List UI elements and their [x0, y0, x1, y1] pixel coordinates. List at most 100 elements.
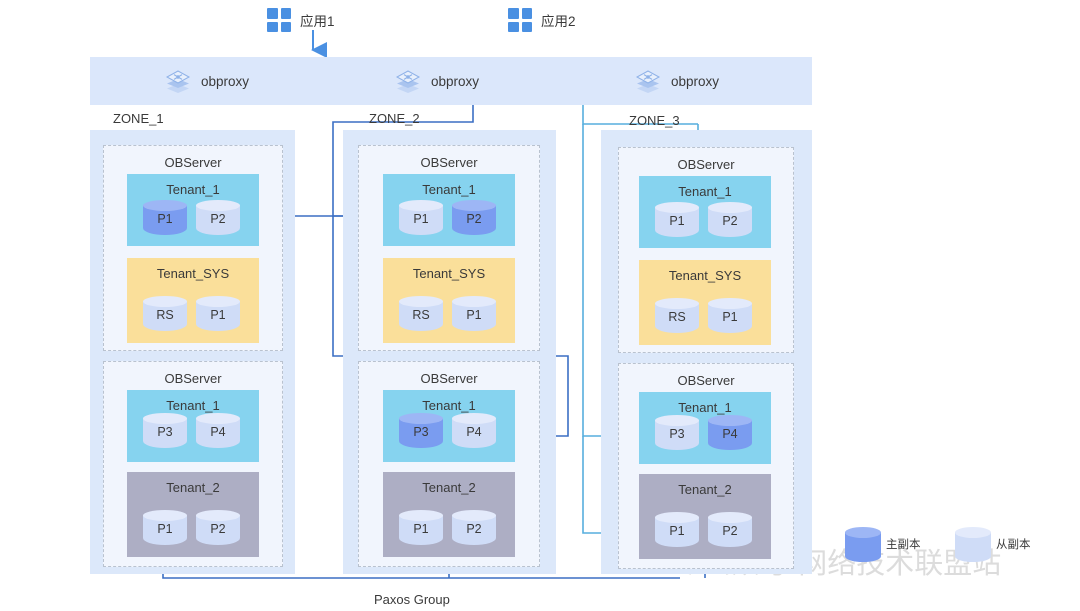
cylinder-top	[143, 413, 187, 424]
replica-P3[interactable]: P3	[655, 415, 699, 455]
app-grid-cell	[267, 21, 278, 32]
replica-P3[interactable]: P3	[143, 413, 187, 453]
app-label: 应用1	[300, 14, 335, 29]
replica-P4[interactable]: P4	[708, 415, 752, 455]
observer-title: OBServer	[420, 371, 478, 386]
replica-label: P1	[157, 212, 173, 226]
legend-cylinder-primary[interactable]	[845, 527, 881, 562]
cylinder-top	[196, 296, 240, 307]
tenant-title: Tenant_2	[422, 480, 476, 495]
cylinder-top	[845, 527, 881, 538]
cylinder-top	[452, 296, 496, 307]
replica-label: P1	[157, 522, 173, 536]
cylinder-top	[452, 413, 496, 424]
app-1: 应用1	[267, 8, 335, 32]
replica-label: RS	[156, 308, 174, 322]
replica-label: P1	[669, 524, 685, 538]
replica-label: P4	[210, 425, 226, 439]
replica-P1[interactable]: P1	[452, 296, 496, 336]
obproxy-layers-icon	[395, 70, 421, 93]
app-grid-icon	[267, 8, 291, 32]
obproxy-3[interactable]: obproxy	[635, 57, 719, 105]
obproxy-2[interactable]: obproxy	[395, 57, 479, 105]
cylinder-top	[708, 202, 752, 213]
replica-P2[interactable]: P2	[196, 200, 240, 240]
cylinder-top	[655, 298, 699, 309]
obproxy-label: obproxy	[431, 73, 480, 89]
replica-label: P1	[413, 212, 429, 226]
replica-P1[interactable]: P1	[399, 510, 443, 550]
replica-label: P3	[669, 427, 685, 441]
observer-title: OBServer	[677, 373, 735, 388]
tenant-title: Tenant_2	[678, 482, 732, 497]
tenant-title: Tenant_1	[678, 400, 732, 415]
cylinder-top	[143, 200, 187, 211]
replica-P2[interactable]: P2	[708, 202, 752, 242]
replica-P3[interactable]: P3	[399, 413, 443, 453]
legend-cylinder-follower[interactable]	[955, 527, 991, 562]
cylinder-top	[708, 512, 752, 523]
replica-P2[interactable]: P2	[196, 510, 240, 550]
replica-label: P3	[157, 425, 173, 439]
obproxy-layers-icon	[165, 70, 191, 93]
app-grid-cell	[521, 8, 532, 19]
replica-label: RS	[668, 310, 686, 324]
cylinder-top	[399, 200, 443, 211]
replica-RS[interactable]: RS	[143, 296, 187, 336]
cylinder-top	[655, 202, 699, 213]
observer-title: OBServer	[164, 155, 222, 170]
replica-P1[interactable]: P1	[655, 202, 699, 242]
app-grid-icon	[508, 8, 532, 32]
replica-P1[interactable]: P1	[196, 296, 240, 336]
obproxy-layers-icon	[635, 70, 661, 93]
tenant-title: Tenant_SYS	[156, 266, 230, 281]
cylinder-top	[143, 296, 187, 307]
replica-P1[interactable]: P1	[143, 510, 187, 550]
tenant-title: Tenant_1	[422, 182, 476, 197]
tenant-title: Tenant_1	[166, 182, 220, 197]
cylinder-top	[452, 200, 496, 211]
app-grid-cell	[280, 21, 291, 32]
replica-label: P2	[466, 522, 482, 536]
cylinder-top	[399, 510, 443, 521]
app-grid-cell	[508, 8, 519, 19]
app-label: 应用2	[541, 14, 576, 29]
zone-label-1: ZONE_1	[113, 111, 164, 126]
obproxy-1[interactable]: obproxy	[165, 57, 249, 105]
replica-label: P2	[466, 212, 482, 226]
tenant-title: Tenant_1	[166, 398, 220, 413]
obproxy-label: obproxy	[671, 73, 720, 89]
replica-label: P2	[722, 524, 738, 538]
tenant-title: Tenant_SYS	[668, 268, 742, 283]
cylinder-top	[196, 200, 240, 211]
tenant-title: Tenant_1	[678, 184, 732, 199]
replica-label: P2	[210, 522, 226, 536]
replica-P1[interactable]: P1	[655, 512, 699, 552]
cylinder-top	[955, 527, 991, 538]
replica-label: P2	[210, 212, 226, 226]
replica-P2[interactable]: P2	[452, 510, 496, 550]
tenant-title: Tenant_1	[422, 398, 476, 413]
replica-RS[interactable]: RS	[655, 298, 699, 338]
replica-RS[interactable]: RS	[399, 296, 443, 336]
zone-label-3: ZONE_3	[629, 113, 680, 128]
replica-label: P1	[413, 522, 429, 536]
cylinder-top	[708, 415, 752, 426]
replica-P2[interactable]: P2	[452, 200, 496, 240]
replica-P4[interactable]: P4	[452, 413, 496, 453]
replica-P1[interactable]: P1	[143, 200, 187, 240]
cylinder-top	[399, 296, 443, 307]
legend-label: 主副本	[886, 539, 921, 551]
cylinder-top	[655, 512, 699, 523]
replica-label: P4	[466, 425, 482, 439]
replica-label: P1	[669, 214, 685, 228]
app-grid-cell	[267, 8, 278, 19]
replica-P2[interactable]: P2	[708, 512, 752, 552]
tenant-title: Tenant_2	[166, 480, 220, 495]
replica-P4[interactable]: P4	[196, 413, 240, 453]
observer-title: OBServer	[420, 155, 478, 170]
replica-P1[interactable]: P1	[708, 298, 752, 338]
replica-label: P1	[466, 308, 482, 322]
replica-P1[interactable]: P1	[399, 200, 443, 240]
